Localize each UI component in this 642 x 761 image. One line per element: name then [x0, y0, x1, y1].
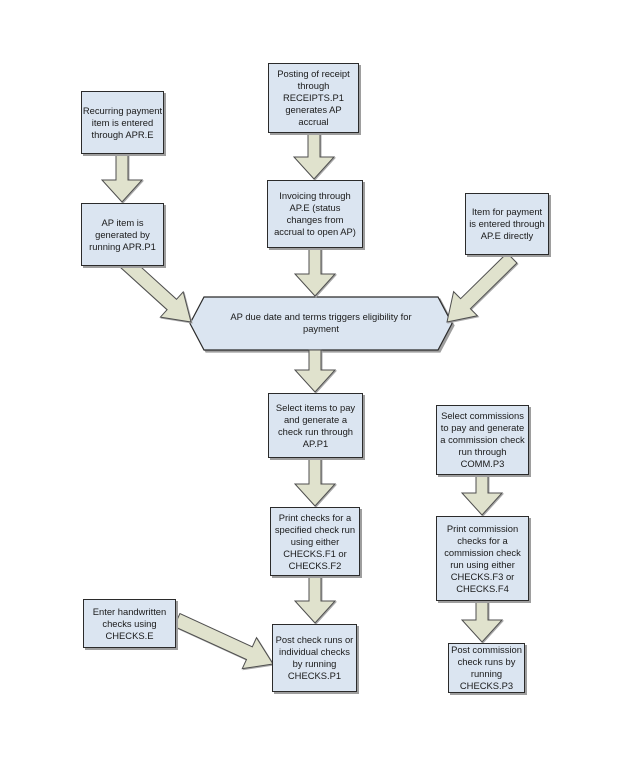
node-enter-handwritten-checks-label: Enter handwritten checks using CHECKS.E [92, 605, 167, 641]
hexagon-eligibility: AP due date and terms triggers eligibili… [200, 299, 442, 347]
hexagon-eligibility-label: AP due date and terms triggers eligibili… [230, 311, 412, 334]
node-print-commission-checks: Print commission checks for a commission… [436, 516, 529, 601]
hexagon-eligibility-shape [189, 296, 453, 351]
node-post-commission-check-runs: Post commission check runs by running CH… [448, 643, 525, 693]
node-posting-receipt-label: Posting of receipt through RECEIPTS.P1 g… [277, 68, 350, 127]
arrow-eligibility-to-selectitems [293, 349, 337, 393]
arrow-handwritten-to-postcheckruns [173, 612, 274, 670]
arrow-printchecks-to-postcheckruns [293, 575, 337, 624]
node-invoicing-ape: Invoicing through AP.E (status changes f… [267, 180, 363, 248]
node-ap-item-generated: AP item is generated by running APR.P1 [81, 203, 164, 266]
node-ap-item-generated-label: AP item is generated by running APR.P1 [89, 216, 156, 252]
node-recurring-payment: Recurring payment item is entered throug… [81, 91, 164, 154]
node-post-check-runs: Post check runs or individual checks by … [272, 624, 357, 692]
node-select-items-label: Select items to pay and generate a check… [275, 401, 356, 449]
node-recurring-payment-label: Recurring payment item is entered throug… [82, 104, 163, 140]
node-invoicing-ape-label: Invoicing through AP.E (status changes f… [274, 190, 356, 237]
arrow-apitem-to-eligibility [119, 256, 192, 323]
arrow-selectitems-to-printchecks [293, 457, 337, 507]
node-item-for-payment: Item for payment is entered through AP.E… [465, 193, 549, 255]
node-item-for-payment-label: Item for payment is entered through AP.E… [469, 206, 545, 241]
node-post-check-runs-label: Post check runs or individual checks by … [275, 634, 354, 681]
node-print-checks: Print checks for a specified check run u… [270, 507, 360, 576]
arrow-printcomm-to-postcomm [460, 600, 504, 643]
arrow-recurring-to-apitem [100, 153, 144, 203]
arrow-posting-to-invoicing [292, 132, 336, 180]
node-print-checks-label: Print checks for a specified check run u… [274, 511, 356, 571]
arrow-itempayment-to-eligibility [446, 252, 518, 323]
node-select-commissions: Select commissions to pay and generate a… [436, 405, 529, 475]
arrow-selectcomm-to-printcomm [460, 474, 504, 516]
arrow-invoicing-to-eligibility [293, 247, 337, 297]
node-print-commission-checks-label: Print commission checks for a commission… [444, 522, 521, 594]
node-posting-receipt: Posting of receipt through RECEIPTS.P1 g… [268, 63, 359, 133]
node-post-commission-check-runs-label: Post commission check runs by running CH… [451, 644, 522, 691]
node-enter-handwritten-checks: Enter handwritten checks using CHECKS.E [83, 599, 176, 648]
node-select-items: Select items to pay and generate a check… [268, 393, 363, 458]
node-select-commissions-label: Select commissions to pay and generate a… [440, 410, 525, 469]
